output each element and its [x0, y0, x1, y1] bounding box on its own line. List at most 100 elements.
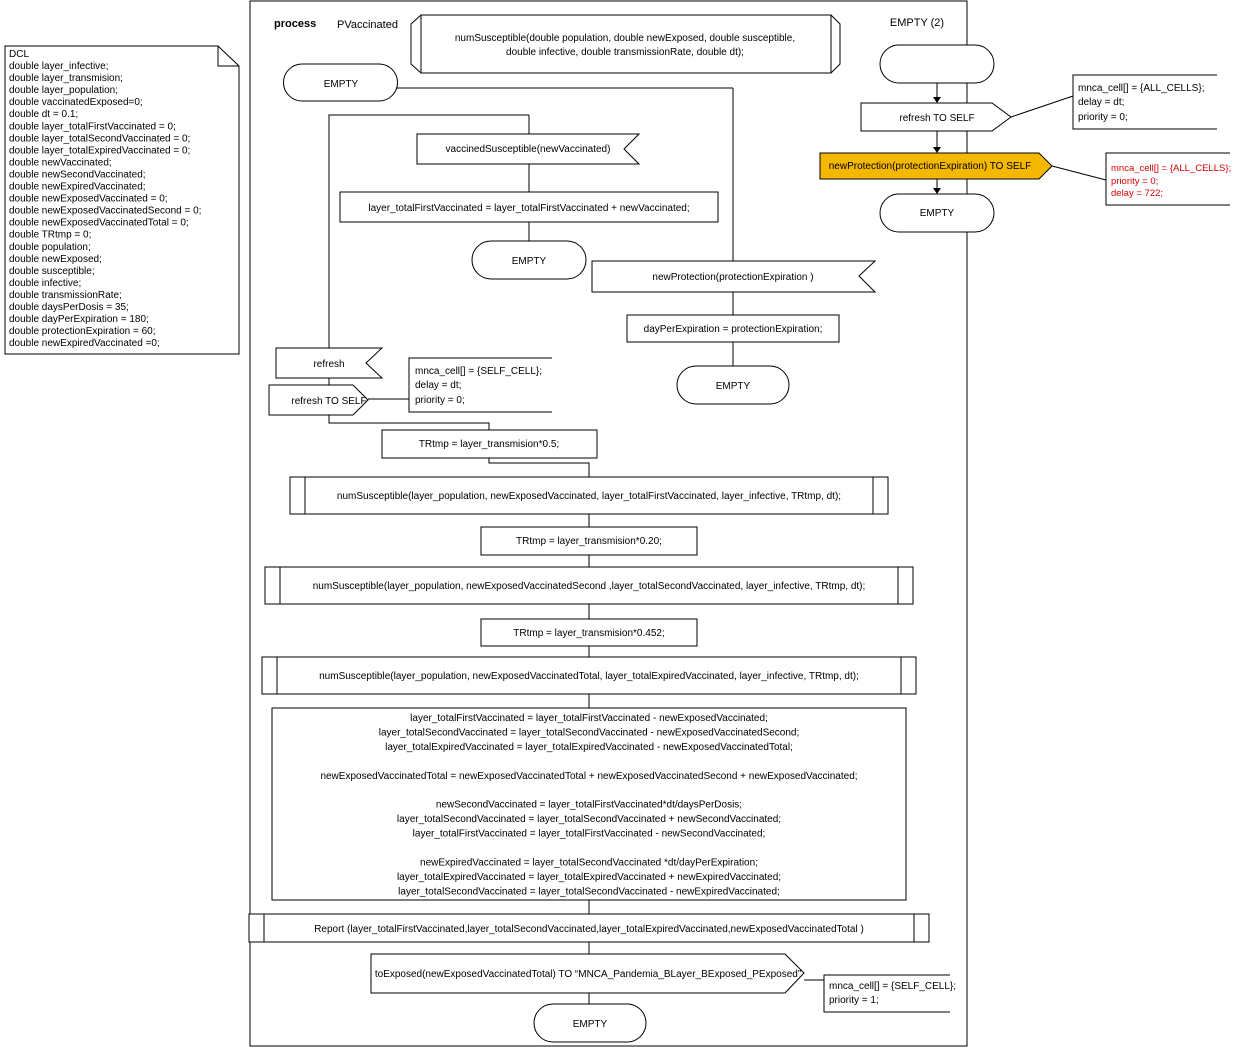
dcl-declaration-note: DCL double layer_infective;double layer_…: [4, 45, 240, 355]
state-empty-b-label: EMPTY: [716, 381, 751, 392]
dcl-line-23: double protectionExpiration = 60;: [9, 326, 156, 337]
dcl-line-6: double layer_totalFirstVaccinated = 0;: [9, 121, 176, 132]
call-report-label: Report (layer_totalFirstVaccinated,layer…: [314, 924, 864, 935]
dcl-line-18: double susceptible;: [9, 266, 95, 277]
task-update-totals[interactable]: layer_totalFirstVaccinated = layer_total…: [271, 707, 907, 901]
procedure-decl-line-1: numSusceptible(double population, double…: [455, 33, 795, 44]
comment-to-exposed-line-1: mnca_cell[] = {SELF_CELL};: [829, 981, 956, 992]
dcl-line-15: double TRtmp = 0;: [9, 230, 91, 241]
dcl-line-8: double layer_totalExpiredVaccinated = 0;: [9, 145, 190, 156]
state-empty-a-label: EMPTY: [512, 256, 547, 267]
dcl-line-1: double layer_infective;: [9, 61, 109, 72]
input-new-protection-label: newProtection(protectionExpiration ): [652, 272, 813, 283]
output-to-exposed-label: toExposed(newExposedVaccinatedTotal) TO …: [375, 969, 801, 980]
dcl-line-11: double newExpiredVaccinated;: [9, 182, 146, 193]
task-first-vacc-label: layer_totalFirstVaccinated = layer_total…: [368, 203, 689, 214]
update-line-9: layer_totalFirstVaccinated = layer_total…: [413, 829, 766, 840]
input-vaccined-label: vaccinedSusceptible(newVaccinated): [446, 144, 611, 155]
output-new-protection-label: newProtection(protectionExpiration) TO S…: [829, 161, 1032, 172]
comment-refresh-main: mnca_cell[] = {SELF_CELL}; delay = dt; p…: [408, 357, 552, 413]
dcl-line-12: double newExposedVaccinated = 0;: [9, 194, 168, 205]
update-line-5: newExposedVaccinatedTotal = newExposedVa…: [320, 771, 857, 782]
task-first-vaccinated[interactable]: layer_totalFirstVaccinated = layer_total…: [339, 191, 719, 223]
state-empty-b[interactable]: EMPTY: [676, 365, 790, 405]
update-line-1: layer_totalFirstVaccinated = layer_total…: [410, 713, 768, 724]
output-refresh-self-side-label: refresh TO SELF: [899, 113, 974, 124]
dcl-line-22: double dayPerExpiration = 180;: [9, 314, 149, 325]
call-num-1-label: numSusceptible(layer_population, newExpo…: [337, 491, 841, 502]
output-refresh-self-main-label: refresh TO SELF: [291, 396, 366, 407]
task-trtmp-3[interactable]: TRtmp = layer_transmision*0.452;: [480, 618, 698, 647]
input-refresh-label: refresh: [313, 359, 344, 370]
state-empty-a[interactable]: EMPTY: [471, 240, 587, 280]
comment-refresh-side-line-3: priority = 0;: [1078, 112, 1128, 123]
state-empty2-start[interactable]: [879, 44, 995, 84]
dcl-line-2: double layer_transmision;: [9, 73, 123, 84]
update-line-12: layer_totalExpiredVaccinated = layer_tot…: [397, 872, 781, 883]
input-refresh[interactable]: refresh: [275, 347, 384, 379]
update-line-8: layer_totalSecondVaccinated = layer_tota…: [397, 814, 781, 825]
dcl-line-4: double vaccinatedExposed=0;: [9, 97, 143, 108]
output-new-protection-to-self[interactable]: newProtection(protectionExpiration) TO S…: [819, 152, 1053, 180]
comment-to-exposed: mnca_cell[] = {SELF_CELL}; priority = 1;: [823, 974, 956, 1013]
comment-refresh-main-line-1: mnca_cell[] = {SELF_CELL};: [415, 366, 542, 377]
dcl-line-16: double population;: [9, 242, 91, 253]
call-num-susceptible-1[interactable]: numSusceptible(layer_population, newExpo…: [289, 476, 889, 515]
update-line-11: newExpiredVaccinated = layer_totalSecond…: [420, 858, 758, 869]
call-num-susceptible-2[interactable]: numSusceptible(layer_population, newExpo…: [264, 566, 914, 605]
dcl-lines: double layer_infective;double layer_tran…: [9, 61, 201, 349]
dcl-line-10: double newSecondVaccinated;: [9, 169, 146, 180]
dcl-line-20: double transmissionRate;: [9, 290, 122, 301]
dcl-line-5: double dt = 0.1;: [9, 109, 78, 120]
state-empty2-end[interactable]: EMPTY: [879, 193, 995, 233]
state-empty-start-label: EMPTY: [324, 79, 359, 90]
dcl-line-17: double newExposed;: [9, 254, 102, 265]
call-num-3-label: numSusceptible(layer_population, newExpo…: [319, 671, 859, 682]
call-num-susceptible-3[interactable]: numSusceptible(layer_population, newExpo…: [261, 656, 917, 695]
state-empty-end-label: EMPTY: [573, 1019, 608, 1030]
dcl-line-3: double layer_population;: [9, 85, 118, 96]
task-day-per-expiration[interactable]: dayPerExpiration = protectionExpiration;: [626, 314, 840, 343]
comment-new-protection-line-1: mnca_cell[] = {ALL_CELLS};: [1111, 163, 1231, 174]
task-day-per-exp-label: dayPerExpiration = protectionExpiration;: [644, 324, 823, 335]
update-line-2: layer_totalSecondVaccinated = layer_tota…: [379, 727, 800, 738]
task-update-totals-lines: layer_totalFirstVaccinated = layer_total…: [320, 713, 857, 897]
dcl-line-7: double layer_totalSecondVaccinated = 0;: [9, 133, 190, 144]
comment-refresh-main-line-2: delay = dt;: [415, 380, 461, 391]
dcl-line-19: double infective;: [9, 278, 81, 289]
side-flow-lines: [933, 83, 1107, 194]
task-trtmp-3-label: TRtmp = layer_transmision*0.452;: [513, 628, 664, 639]
output-refresh-to-self-main[interactable]: refresh TO SELF: [268, 384, 369, 416]
input-vaccined-susceptible[interactable]: vaccinedSusceptible(newVaccinated): [416, 133, 641, 165]
output-to-exposed[interactable]: toExposed(newExposedVaccinatedTotal) TO …: [370, 953, 805, 994]
main-flow-lines: [328, 87, 824, 1004]
task-trtmp-2[interactable]: TRtmp = layer_transmision*0.20;: [480, 526, 698, 556]
task-trtmp-1-label: TRtmp = layer_transmision*0.5;: [419, 439, 559, 450]
comment-new-protection-line-2: priority = 0;: [1111, 176, 1158, 187]
state-empty-start[interactable]: EMPTY: [283, 63, 398, 102]
output-refresh-to-self-side[interactable]: refresh TO SELF: [860, 102, 1012, 132]
call-report[interactable]: Report (layer_totalFirstVaccinated,layer…: [248, 913, 930, 943]
process-keyword: process: [274, 18, 316, 30]
dcl-line-21: double daysPerDosis = 35;: [9, 302, 129, 313]
task-trtmp-1[interactable]: TRtmp = layer_transmision*0.5;: [381, 429, 598, 459]
comment-refresh-side: mnca_cell[] = {ALL_CELLS}; delay = dt; p…: [1072, 74, 1217, 130]
task-trtmp-2-label: TRtmp = layer_transmision*0.20;: [516, 536, 662, 547]
dcl-title: DCL: [9, 49, 29, 60]
comment-refresh-side-line-2: delay = dt;: [1078, 97, 1124, 108]
empty2-label: EMPTY (2): [890, 17, 944, 29]
update-line-7: newSecondVaccinated = layer_totalFirstVa…: [436, 800, 742, 811]
comment-new-protection-line-3: delay = 722;: [1111, 188, 1163, 199]
input-new-protection[interactable]: newProtection(protectionExpiration ): [591, 260, 877, 293]
process-name: PVaccinated: [337, 19, 398, 31]
state-empty-end[interactable]: EMPTY: [533, 1003, 647, 1043]
procedure-declaration: numSusceptible(double population, double…: [410, 14, 841, 74]
dcl-line-13: double newExposedVaccinatedSecond = 0;: [9, 206, 201, 217]
comment-to-exposed-line-2: priority = 1;: [829, 995, 879, 1006]
update-line-13: layer_totalSecondVaccinated = layer_tota…: [398, 886, 780, 897]
comment-refresh-main-line-3: priority = 0;: [415, 395, 465, 406]
dcl-line-14: double newExposedVaccinatedTotal = 0;: [9, 218, 189, 229]
comment-new-protection: mnca_cell[] = {ALL_CELLS}; priority = 0;…: [1105, 152, 1231, 206]
state-empty2-end-label: EMPTY: [920, 208, 955, 219]
